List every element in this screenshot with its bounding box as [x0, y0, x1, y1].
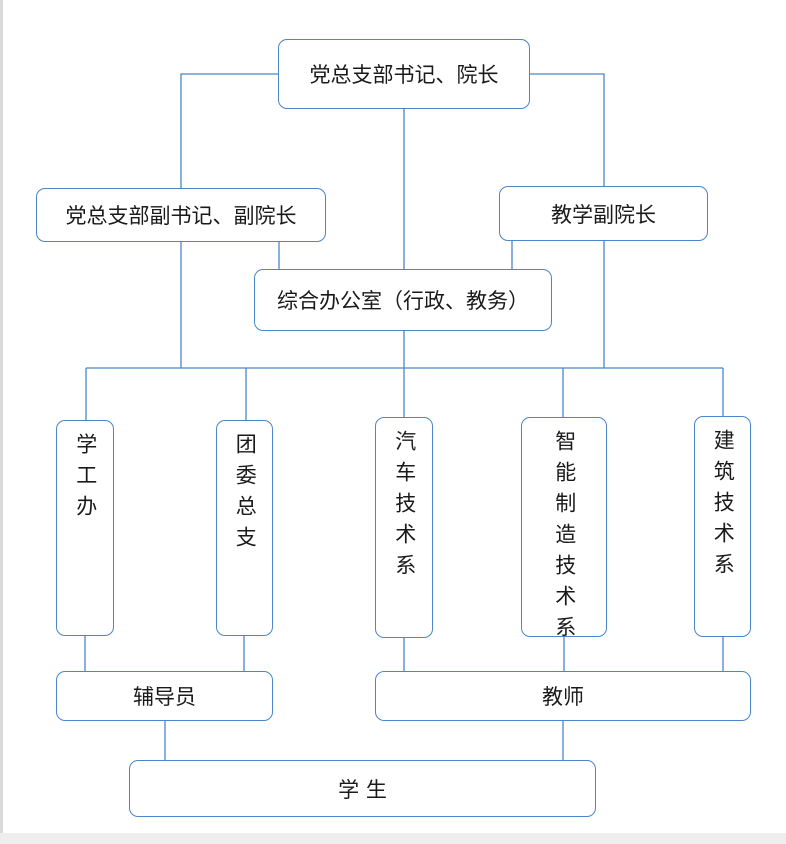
department-box-3: 汽车技术系 [375, 417, 433, 638]
department-label-4: 智能制造技术系 [552, 430, 577, 647]
department-box-5: 建筑技术系 [694, 416, 751, 637]
deputy-secretary-label: 党总支部副书记、副院长 [65, 204, 297, 228]
department-box-4: 智能制造技术系 [521, 417, 607, 647]
student-box: 学 生 [129, 760, 596, 817]
teacher-box: 教师 [375, 671, 751, 721]
department-label-2: 团委总支 [233, 433, 258, 557]
department-label-5: 建筑技术系 [711, 429, 736, 584]
student-label: 学 生 [338, 777, 387, 802]
counselor-box: 辅导员 [56, 671, 273, 721]
bottom-edge-bar [0, 833, 786, 844]
department-label-1: 学工办 [73, 433, 98, 526]
line-top-to-deputy [180, 73, 278, 188]
top-leader-label: 党总支部书记、院长 [309, 63, 499, 87]
office-box: 综合办公室（行政、教务） [254, 269, 552, 331]
office-label: 综合办公室（行政、教务） [277, 289, 529, 313]
deputy-secretary-box: 党总支部副书记、副院长 [36, 188, 326, 242]
department-label-3: 汽车技术系 [392, 430, 417, 585]
line-top-to-teaching [530, 73, 605, 186]
left-edge-bar [0, 0, 3, 844]
department-box-1: 学工办 [56, 420, 114, 636]
teaching-vp-label: 教学副院长 [551, 202, 656, 227]
counselor-label: 辅导员 [133, 685, 196, 709]
top-leader-box: 党总支部书记、院长 [278, 39, 530, 109]
teacher-label: 教师 [542, 685, 584, 709]
teaching-vp-box: 教学副院长 [499, 186, 708, 241]
department-box-2: 团委总支 [216, 420, 273, 636]
